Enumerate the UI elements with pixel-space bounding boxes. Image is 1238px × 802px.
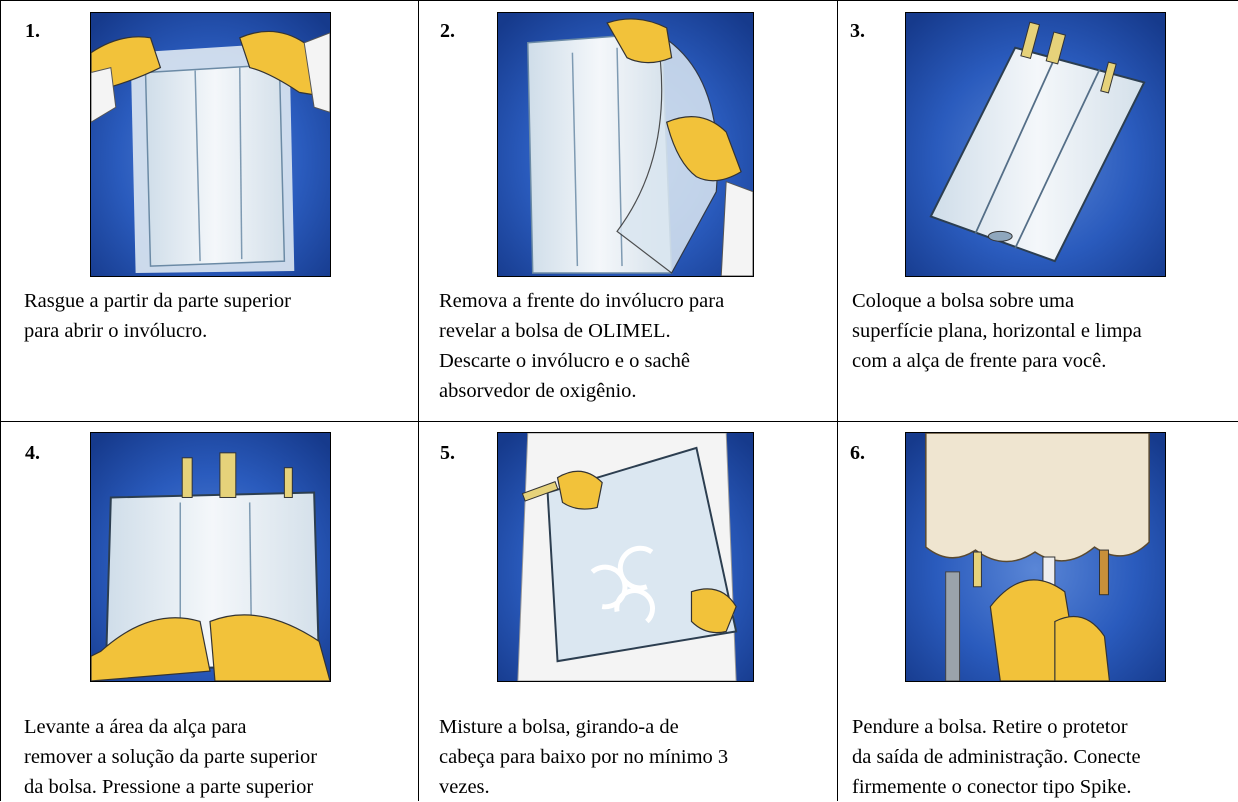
step-number: 1. — [25, 20, 40, 42]
bag-on-flat-surface-illustration — [905, 12, 1166, 277]
step-number: 3. — [850, 20, 865, 42]
step-caption: Misture a bolsa, girando-a decabeça para… — [439, 712, 728, 802]
remove-overpouch-front-illustration — [497, 12, 754, 277]
step-caption: Rasgue a partir da parte superiorpara ab… — [24, 286, 291, 346]
step-number: 5. — [440, 442, 455, 464]
step-number: 6. — [850, 442, 865, 464]
step-caption: Remova a frente do invólucro pararevelar… — [439, 286, 724, 406]
step-caption: Coloque a bolsa sobre umasuperfície plan… — [852, 286, 1142, 376]
column-divider — [418, 0, 419, 801]
step-number: 2. — [440, 20, 455, 42]
hang-bag-connect-spike-illustration — [905, 432, 1166, 682]
step-caption: Levante a área da alça pararemover a sol… — [24, 712, 317, 802]
row-divider — [0, 421, 1238, 422]
step-number: 4. — [25, 442, 40, 464]
step-caption: Pendure a bolsa. Retire o protetorda saí… — [852, 712, 1141, 802]
lift-handle-press-bag-illustration — [90, 432, 331, 682]
mix-bag-upside-down-illustration — [497, 432, 754, 682]
column-divider — [837, 0, 838, 801]
tear-open-overpouch-illustration — [90, 12, 331, 277]
